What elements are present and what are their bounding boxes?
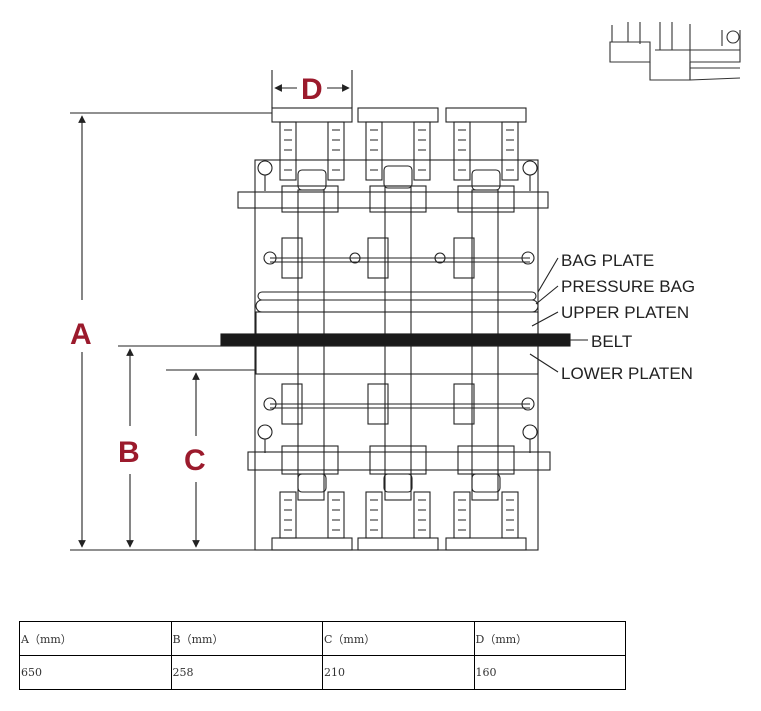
- value-cell-d: 160: [473, 655, 626, 690]
- corner-thumbnail-illustration: [609, 22, 741, 81]
- value-cell-b: 258: [170, 655, 323, 690]
- lower-platen: [255, 345, 539, 375]
- label-upper-platen: UPPER PLATEN: [561, 303, 689, 322]
- upper-clamp-bar: [237, 191, 549, 209]
- lower-clamp-bar: [247, 451, 551, 471]
- leader-pressure-bag: [535, 285, 559, 305]
- header-cell-d: D（mm）: [473, 621, 626, 656]
- top-module-left: [271, 107, 353, 191]
- value-cell-a: 650: [19, 655, 172, 690]
- label-pressure-bag: PRESSURE BAG: [561, 277, 695, 296]
- bottom-module-right: [445, 491, 527, 551]
- bottom-module-middle: [357, 491, 439, 551]
- leader-bag-plate: [537, 257, 559, 293]
- table-header-row: A（mm） B（mm） C（mm） D（mm）: [19, 621, 626, 656]
- label-belt: BELT: [591, 332, 632, 351]
- belt: [220, 333, 571, 347]
- label-lower-platen: LOWER PLATEN: [561, 364, 693, 383]
- header-cell-a: A（mm）: [19, 621, 172, 656]
- header-cell-c: C（mm）: [322, 621, 475, 656]
- leader-upper-platen: [531, 311, 559, 327]
- bottom-module-left: [271, 491, 353, 551]
- bag-plate: [257, 291, 537, 301]
- press-diagram: A B C D BAG PLATE PRESSURE BAG UPPER PLA…: [70, 22, 741, 551]
- press-assembly: [220, 107, 571, 551]
- dimension-letter-b: B: [118, 436, 140, 469]
- dimension-lines: [70, 70, 588, 551]
- leader-lower-platen: [529, 353, 559, 373]
- header-cell-b: B（mm）: [170, 621, 323, 656]
- dimension-letter-d: D: [301, 73, 323, 106]
- top-module-right: [445, 107, 527, 191]
- dimension-spec-table: A（mm） B（mm） C（mm） D（mm） 650 258 210 160: [19, 621, 626, 690]
- table-row: 650 258 210 160: [19, 655, 626, 690]
- value-cell-c: 210: [322, 655, 475, 690]
- top-module-middle: [357, 107, 439, 189]
- dimension-letter-a: A: [70, 318, 92, 351]
- dimension-letter-c: C: [184, 444, 206, 477]
- label-bag-plate: BAG PLATE: [561, 251, 654, 270]
